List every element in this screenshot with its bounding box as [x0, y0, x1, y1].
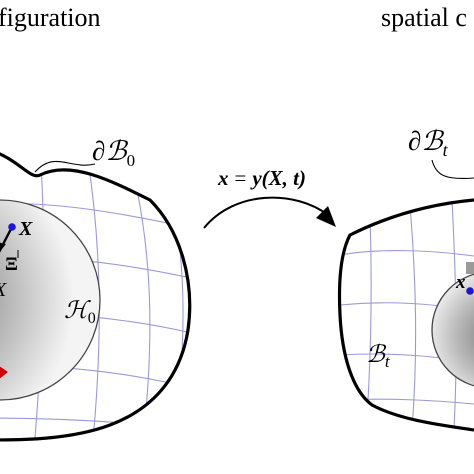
direction-Xi-label: Ξ	[5, 254, 18, 275]
ball-H0-label: ℋ0	[64, 298, 96, 327]
direction-arrowhead	[0, 242, 6, 252]
current-direction-marker	[466, 262, 474, 274]
mapping-arrowhead	[316, 206, 336, 227]
reference-body: ∂ℬ0 X Ξ X ℋ0	[0, 136, 192, 442]
mapping-label: x=y(X, t)	[217, 166, 306, 190]
reference-ball-h0	[0, 199, 101, 401]
reference-boundary	[0, 152, 192, 442]
spatial-point-x	[466, 287, 474, 295]
current-body-label: ℬt	[366, 342, 391, 371]
current-boundary-leader	[431, 159, 474, 180]
spatial-configuration-caption: spatial c	[381, 3, 467, 32]
current-boundary	[337, 198, 474, 432]
reference-boundary-label: ∂ℬ0	[92, 136, 135, 170]
spatial-point-x-label: x	[455, 272, 466, 293]
current-body: ∂ℬt x ℬt	[337, 126, 474, 432]
mapping-arrow-curve	[203, 196, 329, 229]
material-point-X	[8, 223, 16, 231]
cut-X-label: X	[0, 279, 7, 301]
current-boundary-label: ∂ℬt	[408, 126, 449, 160]
reference-configuration-caption: figuration	[0, 3, 101, 32]
material-point-X-label: X	[18, 218, 33, 240]
mapping: x=y(X, t)	[203, 166, 336, 229]
reference-boundary-leader	[34, 160, 96, 173]
current-ball	[431, 271, 474, 389]
red-arrow-marker	[0, 366, 8, 379]
